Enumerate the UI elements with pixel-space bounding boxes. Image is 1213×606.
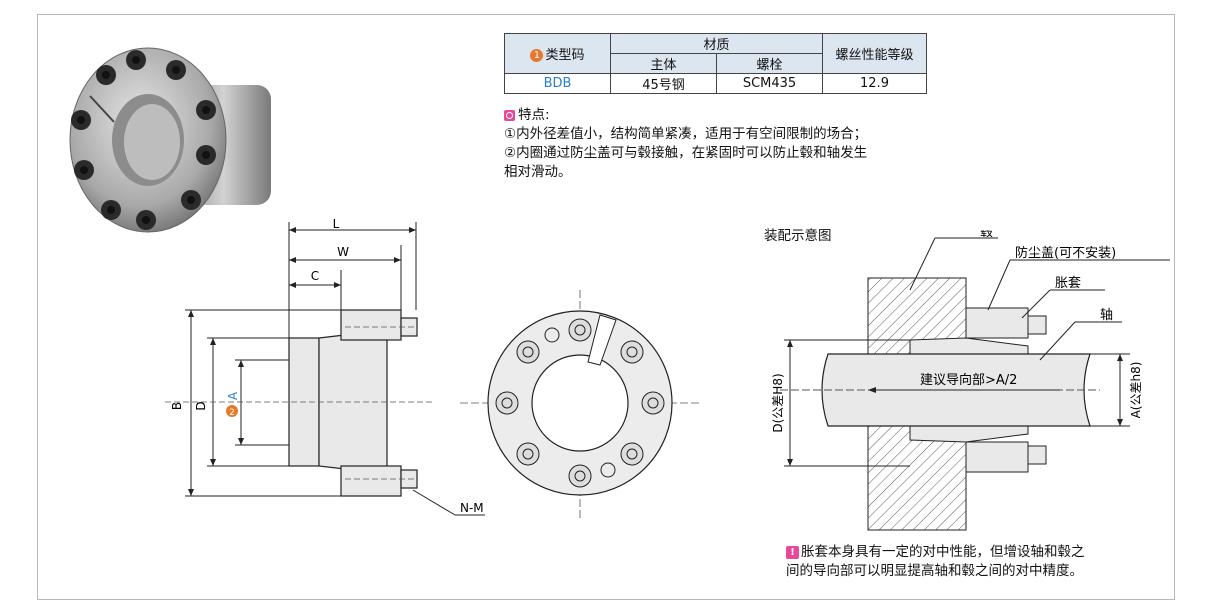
grade-cell: 12.9 (822, 73, 927, 94)
features: 特点: ①内外径差值小，结构简单紧凑，适用于有空间限制的场合； ②内圈通过防尘盖… (504, 106, 867, 182)
warning-icon: ! (786, 545, 799, 559)
note: !胀套本身具有一定的对中性能，但增设轴和毂之 间的导向部可以明显提高轴和毂之间的… (786, 543, 1085, 581)
type-cell: BDB (504, 73, 611, 94)
guide-label: 建议导向部>A/2 (920, 372, 1017, 388)
dim-C-label: C (311, 269, 319, 283)
badge-2: 2 (229, 408, 235, 418)
assembly-drawing: 建议导向部>A/2 D(公差H8) A(公差h8) 毂 防尘盖(可不安装) 胀套… (771, 230, 1170, 531)
A-tolerance-label: A(公差h8) (1129, 362, 1143, 419)
bolt-header: 螺栓 (716, 53, 823, 74)
dim-B-label: B (170, 402, 184, 410)
note-line-1: 胀套本身具有一定的对中性能，但增设轴和毂之 (801, 544, 1085, 560)
body-material-cell: 45号钢 (610, 73, 717, 94)
dim-NM-label: N-M (460, 501, 484, 515)
hub-label: 毂 (980, 230, 993, 240)
content-frame (37, 14, 1175, 600)
feature-line-3: 相对滑动。 (504, 164, 572, 180)
bolt-material-cell: SCM435 (716, 73, 823, 94)
material-header: 材质 (610, 33, 823, 54)
badge-2-circle (226, 405, 238, 417)
main-body-header: 主体 (610, 53, 717, 74)
features-title: 特点: (518, 107, 550, 123)
sleeve-label: 胀套 (1055, 275, 1081, 291)
dim-D-label: D (194, 401, 208, 410)
feature-icon (504, 110, 515, 121)
side-view-drawing: L W C B D 2 A N-M (165, 217, 485, 516)
product-photo (69, 47, 271, 233)
dim-W-label: W (337, 245, 349, 259)
assembly-title: 装配示意图 (764, 228, 832, 244)
front-view-drawing (460, 290, 700, 520)
feature-line-2: ②内圈通过防尘盖可与毂接触，在紧固时可以防止毂和轴发生 (504, 145, 868, 161)
grade-header: 螺丝性能等级 (822, 33, 927, 74)
dim-L-label: L (333, 217, 340, 231)
note-line-2: 间的导向部可以明显提高轴和毂之间的对中精度。 (786, 563, 1083, 579)
feature-line-1: ①内外径差值小，结构简单紧凑，适用于有空间限制的场合； (504, 126, 868, 142)
D-tolerance-label: D(公差H8) (771, 373, 785, 432)
badge-1: 1 (530, 49, 544, 62)
dust-cover-label: 防尘盖(可不安装) (1015, 245, 1116, 261)
dim-A-label: A (226, 391, 240, 400)
shaft-label: 轴 (1100, 308, 1113, 323)
